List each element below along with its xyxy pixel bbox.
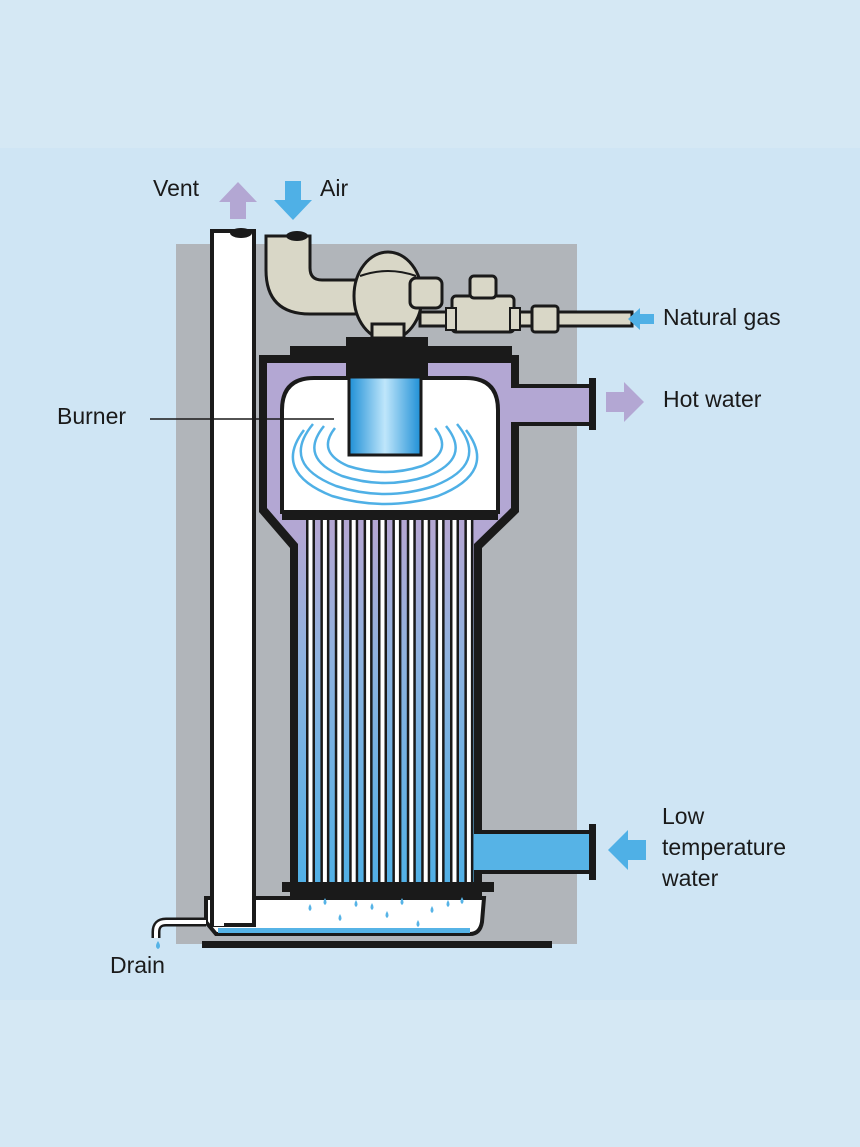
air-opening bbox=[286, 231, 308, 241]
low-temp-line-1: Low bbox=[662, 803, 705, 829]
tube-bore bbox=[308, 520, 313, 884]
gas-regulator bbox=[468, 274, 498, 300]
tube-sheet-bottom bbox=[282, 882, 494, 892]
vent-opening bbox=[230, 228, 252, 238]
hot-water-outlet bbox=[507, 388, 594, 422]
tube-bore bbox=[466, 520, 471, 884]
heat-exchanger-tubes bbox=[306, 518, 474, 886]
tube-bore bbox=[322, 520, 327, 884]
low-temperature-water-label: Low temperature water bbox=[662, 801, 786, 894]
flame-arcs bbox=[291, 423, 479, 506]
tube-bore bbox=[366, 520, 371, 884]
cold-water-arrow bbox=[608, 830, 646, 870]
condensate-drops bbox=[308, 897, 464, 927]
vent-label: Vent bbox=[153, 175, 200, 201]
tube-bore bbox=[337, 520, 342, 884]
burner bbox=[347, 375, 423, 457]
natural-gas-label: Natural gas bbox=[663, 304, 781, 330]
condensate-collector bbox=[204, 896, 487, 936]
blower-motor bbox=[408, 276, 444, 310]
base-plate bbox=[202, 941, 552, 948]
tube-sheet-top bbox=[282, 510, 498, 520]
condensate-pool bbox=[218, 928, 470, 933]
drain-label: Drain bbox=[110, 952, 165, 978]
tube-bore bbox=[452, 520, 457, 884]
tube-bore bbox=[409, 520, 414, 884]
tube-bore bbox=[394, 520, 399, 884]
air-label: Air bbox=[320, 175, 349, 201]
vent-arrow bbox=[219, 182, 257, 219]
tube-bore bbox=[438, 520, 443, 884]
vent-pipe bbox=[210, 229, 256, 927]
gas-valve bbox=[450, 294, 516, 334]
gas-arrow bbox=[628, 308, 654, 330]
hot-water-label: Hot water bbox=[663, 386, 762, 412]
burner-mount bbox=[346, 337, 428, 379]
drain-drop bbox=[156, 941, 160, 949]
low-temp-line-3: water bbox=[662, 865, 719, 892]
air-arrow bbox=[274, 181, 312, 220]
hot-water-arrow bbox=[606, 382, 644, 422]
burner-label: Burner bbox=[57, 403, 127, 429]
tube-bore bbox=[423, 520, 428, 884]
tube-bore bbox=[380, 520, 385, 884]
low-temp-line-2: temperature bbox=[662, 834, 787, 861]
gas-union bbox=[530, 304, 560, 334]
cold-water-inlet bbox=[474, 834, 594, 870]
tube-bore bbox=[351, 520, 356, 884]
